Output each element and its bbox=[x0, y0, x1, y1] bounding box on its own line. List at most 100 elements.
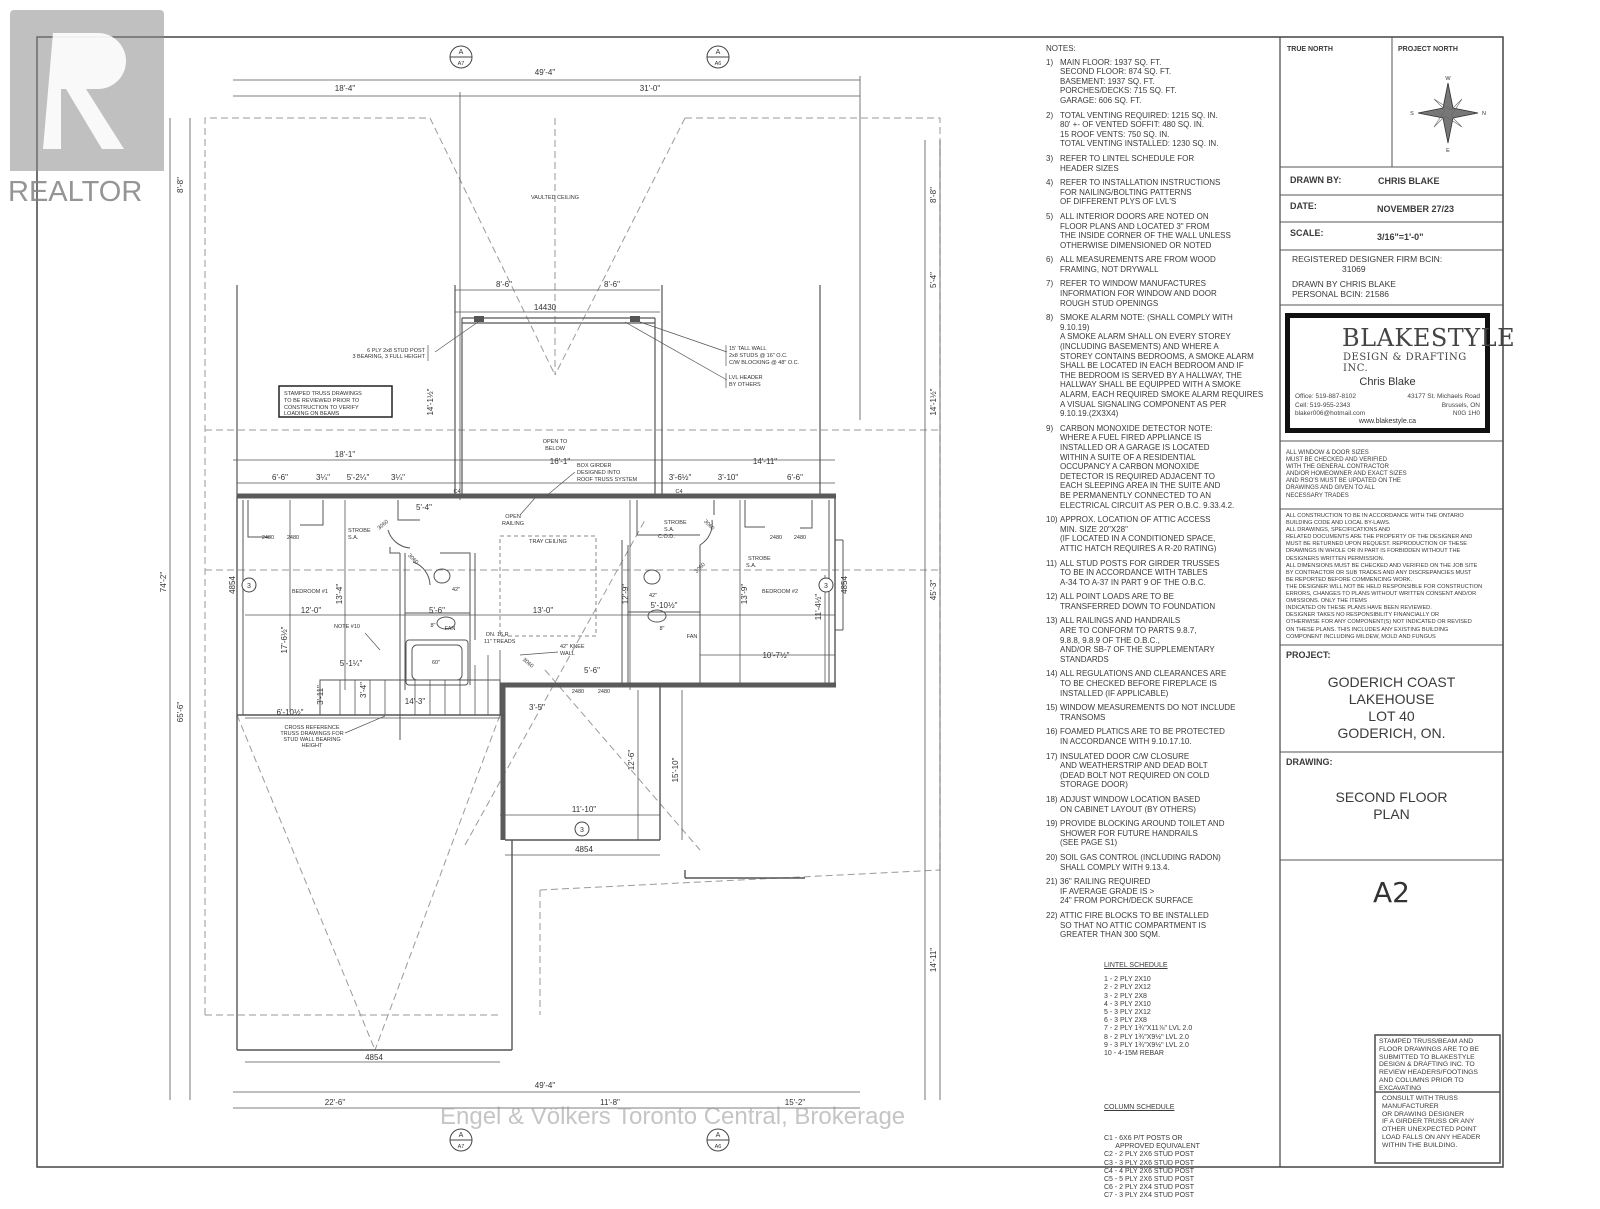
dimension-text: 14'-1½" bbox=[929, 388, 938, 415]
note-number: 7) bbox=[1046, 279, 1054, 289]
text-line: PORCHES/DECKS: 715 SQ. FT. bbox=[1060, 86, 1177, 96]
text-line: SO THAT NO ATTIC COMPARTMENT IS bbox=[1060, 920, 1207, 930]
true-north-label: TRUE NORTH bbox=[1287, 46, 1333, 53]
window-tag: 2480 bbox=[262, 535, 274, 541]
svg-text:TRUSS DRAWINGS FOR: TRUSS DRAWINGS FOR bbox=[280, 731, 343, 737]
vaulted-ceiling-label: VAULTED CEILING bbox=[531, 195, 579, 201]
text-line: WITHIN THE BUILDING. bbox=[1382, 1141, 1458, 1149]
dimension-text: 49'-4" bbox=[535, 1081, 556, 1090]
date-label: DATE: bbox=[1290, 201, 1317, 211]
text-line: ALL WINDOW & DOOR SIZES bbox=[1286, 450, 1369, 456]
section-marker[interactable]: A A6 bbox=[706, 1128, 730, 1152]
toilet-label: 8" bbox=[430, 623, 435, 629]
text-line: 2 - 2 PLY 2x12 bbox=[1104, 984, 1151, 992]
lintel-schedule: LINTEL SCHEDULE 1 - 2 PLY 2x102 - 2 PLY … bbox=[1104, 962, 1264, 1058]
note-number: 20) bbox=[1046, 852, 1058, 862]
bedroom-2-label: BEDROOM #2 bbox=[762, 589, 798, 595]
section-marker[interactable]: A A6 bbox=[706, 45, 730, 69]
dimension-text: 16'-1" bbox=[550, 457, 571, 466]
section-sheet: A6 bbox=[715, 61, 722, 67]
text-line: TOTAL VENTING INSTALLED: 1230 SQ. IN. bbox=[1060, 139, 1219, 149]
dimension-text: 12'-0" bbox=[301, 606, 322, 615]
dimension-text: 8'-6" bbox=[496, 280, 512, 289]
svg-text:2x8 STUDS @ 16" O.C.: 2x8 STUDS @ 16" O.C. bbox=[729, 353, 788, 359]
svg-text:TO BE REVIEWED PRIOR TO: TO BE REVIEWED PRIOR TO bbox=[284, 398, 360, 404]
text-line: CONSULT WITH TRUSS bbox=[1382, 1095, 1458, 1102]
text-line: INSTALLED (IF APPLICABLE) bbox=[1060, 688, 1169, 698]
registration-drawn-by: DRAWN BY CHRIS BLAKE bbox=[1292, 279, 1396, 289]
text-line: 6 - 3 PLY 2x8 bbox=[1104, 1017, 1147, 1025]
text-line: LOT 40 bbox=[1368, 708, 1415, 724]
text-line: INDICATED ON THESE PLANS HAVE BEEN REVIE… bbox=[1286, 605, 1432, 612]
section-marker[interactable]: A A7 bbox=[449, 1128, 473, 1152]
logo-email: blaker006@hotmail.com bbox=[1295, 410, 1366, 417]
text-line: C1 - 6x6 P/T POSTS OR bbox=[1104, 1135, 1183, 1143]
section-marker[interactable]: A A7 bbox=[449, 45, 473, 69]
text-line: 80' +- OF VENTED SOFFIT: 480 SQ. IN. bbox=[1060, 120, 1205, 130]
svg-text:3 BEARING, 3 FULL HEIGHT: 3 BEARING, 3 FULL HEIGHT bbox=[352, 354, 425, 360]
text-line: ERRORS, CHANGES TO PLANS WITHOUT WRITTEN… bbox=[1286, 591, 1477, 598]
logo-office-phone: Office: 519-887-8102 bbox=[1295, 393, 1356, 400]
text-line: (INCLUDING BASEMENTS) AND WHERE A bbox=[1060, 342, 1219, 352]
dimension-text: 3'-6½" bbox=[669, 473, 692, 482]
text-line: FLOOR DRAWINGS ARE TO BE bbox=[1379, 1045, 1479, 1053]
note-number: 3) bbox=[1046, 153, 1054, 163]
text-line: AND/OR SB-7 OF THE SUPPLEMENTARY bbox=[1060, 645, 1215, 655]
text-line: CARBON MONOXIDE DETECTOR NOTE: bbox=[1060, 423, 1213, 433]
column-c4-label: C4 bbox=[675, 489, 682, 495]
callout-lvl-header: LVL HEADER BY OTHERS bbox=[725, 373, 763, 388]
column-schedule: COLUMN SCHEDULE C1 - 6x6 P/T POSTS OR AP… bbox=[1104, 1088, 1274, 1209]
logo-brand: BLAKESTYLE bbox=[1342, 324, 1516, 352]
text-line: BY CONTRACTOR OR SUB TRADES AND ANY DISC… bbox=[1286, 569, 1472, 576]
text-line: A-34 TO A-37 IN PART 9 OF THE O.B.C. bbox=[1060, 577, 1206, 587]
text-line: WITHIN A SUITE OF A RESIDENTIAL bbox=[1060, 452, 1196, 462]
note-number: 12) bbox=[1046, 592, 1058, 602]
text-line: FOAMED PLATICS ARE TO BE PROTECTED bbox=[1060, 727, 1225, 737]
stud-post bbox=[630, 316, 640, 322]
text-line: GODERICH, ON. bbox=[1337, 725, 1446, 741]
dimension-text: 15'-2" bbox=[785, 1098, 806, 1107]
dimension-text: 11'-10" bbox=[572, 805, 596, 814]
blakestyle-logo: BLAKESTYLE DESIGN & DRAFTING INC. Chris … bbox=[1285, 313, 1515, 433]
text-line: MANUFACTURER bbox=[1382, 1102, 1439, 1110]
dimension-text: 5'-10½" bbox=[650, 601, 677, 610]
text-line: IF A GIRDER TRUSS OR ANY bbox=[1382, 1118, 1475, 1126]
dimension-text: 8'-8" bbox=[929, 187, 938, 203]
svg-text:E: E bbox=[1446, 148, 1450, 154]
text-line: AND WEATHERSTRIP AND DEAD BOLT bbox=[1060, 761, 1208, 771]
dimension-text: 5'-2¼" bbox=[347, 473, 370, 482]
date-value: NOVEMBER 27/23 bbox=[1377, 204, 1455, 214]
note-number: 15) bbox=[1046, 703, 1058, 713]
text-line: MIN. SIZE 20"x28" bbox=[1060, 524, 1128, 534]
dimension-text: 74'-2" bbox=[159, 572, 168, 593]
text-line: DESIGNER TAKES NO RESPONSIBILITY FINANCI… bbox=[1286, 612, 1440, 619]
dimension-text: 4854 bbox=[840, 576, 849, 594]
dimension-text: 8'-8" bbox=[176, 177, 185, 193]
title-block-grid bbox=[1280, 37, 1503, 1164]
text-line: ELECTRICAL CIRCUIT AS PER O.B.C. 9.33.4.… bbox=[1060, 500, 1235, 510]
text-line: SUBMITTED TO BLAKESTYLE bbox=[1379, 1053, 1475, 1061]
svg-text:15' TALL WALL: 15' TALL WALL bbox=[729, 346, 766, 352]
text-line: DESIGN & DRAFTING INC. TO bbox=[1379, 1061, 1475, 1069]
svg-text:CROSS REFERENCE: CROSS REFERENCE bbox=[284, 725, 339, 731]
text-line: TRANSOMS bbox=[1060, 712, 1106, 722]
box-girder-label: DESIGNED INTO bbox=[577, 470, 621, 476]
text-line: BE PERMANENTLY CONNECTED TO AN bbox=[1060, 490, 1211, 500]
note-number: 6) bbox=[1046, 255, 1054, 265]
text-line: TRANSFERRED DOWN TO FOUNDATION bbox=[1060, 601, 1216, 611]
callout-cross-reference: CROSS REFERENCE TRUSS DRAWINGS FOR STUD … bbox=[280, 725, 343, 749]
text-line: THE DESIGNER WILL NOT BE HELD RESPONSIBL… bbox=[1286, 583, 1483, 590]
note-number: 10) bbox=[1046, 515, 1058, 525]
text-line: 10 - 4-15M REBAR bbox=[1104, 1050, 1164, 1058]
text-line: ATTIC FIRE BLOCKS TO BE INSTALLED bbox=[1060, 910, 1209, 920]
section-letter: A bbox=[459, 1132, 464, 1139]
